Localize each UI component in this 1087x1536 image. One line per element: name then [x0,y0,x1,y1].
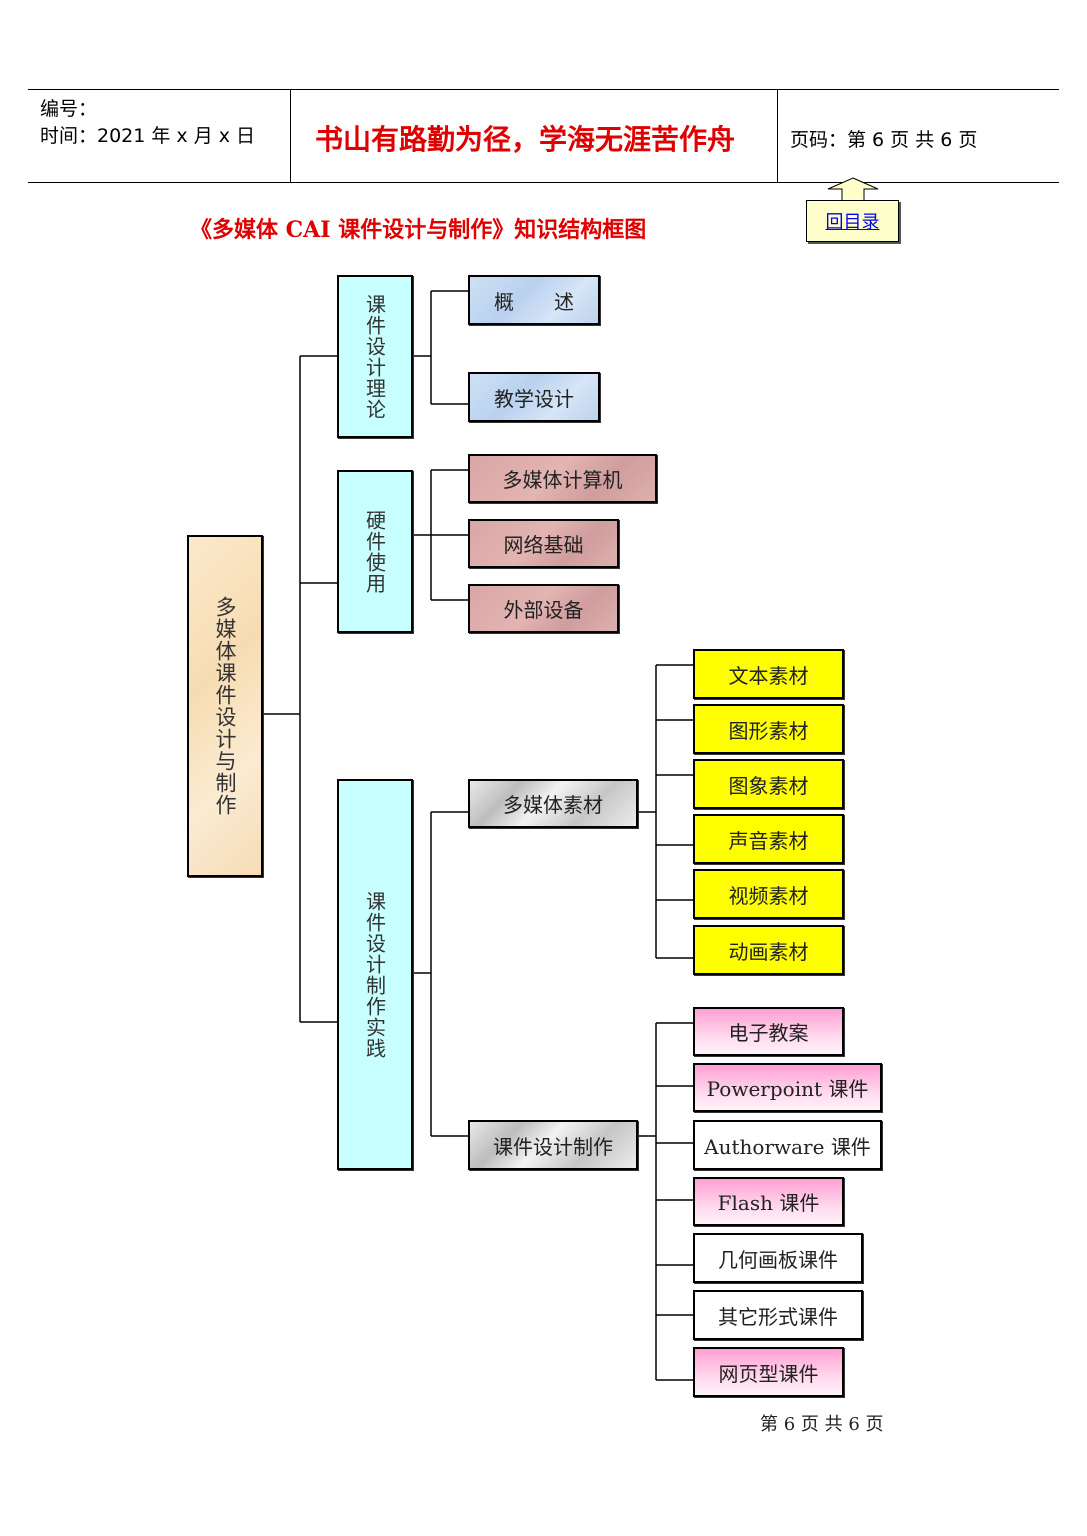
root-node: 多媒体课件设计与制作 [187,535,263,877]
node-webpage-courseware: 网页型课件 [693,1347,844,1397]
node-other-courseware: 其它形式课件 [693,1290,863,1340]
serial-label: 编号： [40,98,98,120]
root-node-label: 多媒体课件设计与制作 [213,596,237,816]
node-geometer-courseware: 几何画板课件 [693,1233,863,1283]
header-divider-left [290,89,291,183]
header-bottom-rule [28,182,1059,183]
branch-hardware-label: 硬件使用 [362,509,387,594]
branch-theory: 课件设计理论 [337,275,413,438]
back-to-contents-button[interactable]: 回目录 [806,200,899,242]
node-external-devices: 外部设备 [468,584,619,633]
node-electronic-lesson-plan: 电子教案 [693,1007,844,1056]
motto: 书山有路勤为径，学海无涯苦作舟 [315,123,736,156]
node-graphic-material: 图形素材 [693,704,844,754]
node-audio-material: 声音素材 [693,814,844,864]
node-animation-material: 动画素材 [693,925,844,975]
node-courseware-making: 课件设计制作 [468,1120,638,1170]
node-text-material: 文本素材 [693,649,844,699]
header-top-rule [28,89,1059,90]
node-image-material: 图象素材 [693,759,844,809]
branch-practice-label: 课件设计制作实践 [362,890,387,1059]
node-video-material: 视频素材 [693,869,844,919]
branch-practice: 课件设计制作实践 [337,779,413,1170]
node-flash-courseware: Flash 课件 [693,1177,844,1226]
node-authorware-courseware: Authorware 课件 [693,1120,882,1170]
node-network-basics: 网络基础 [468,519,619,568]
branch-hardware: 硬件使用 [337,470,413,633]
header-divider-right [777,89,778,183]
back-to-contents-link[interactable]: 回目录 [825,212,880,233]
node-multimedia-computer: 多媒体计算机 [468,454,657,503]
node-powerpoint-courseware: Powerpoint 课件 [693,1063,882,1112]
node-teaching-design: 教学设计 [468,372,600,422]
page-info: 页码：第 6 页 共 6 页 [790,129,978,151]
time-label: 时间：2021 年 x 月 x 日 [40,125,256,147]
page-footer: 第 6 页 共 6 页 [760,1414,884,1435]
diagram-title: 《多媒体 CAI 课件设计与制作》知识结构框图 [190,217,647,243]
node-multimedia-materials: 多媒体素材 [468,779,638,828]
node-overview: 概 述 [468,275,600,325]
branch-theory-label: 课件设计理论 [362,293,387,420]
